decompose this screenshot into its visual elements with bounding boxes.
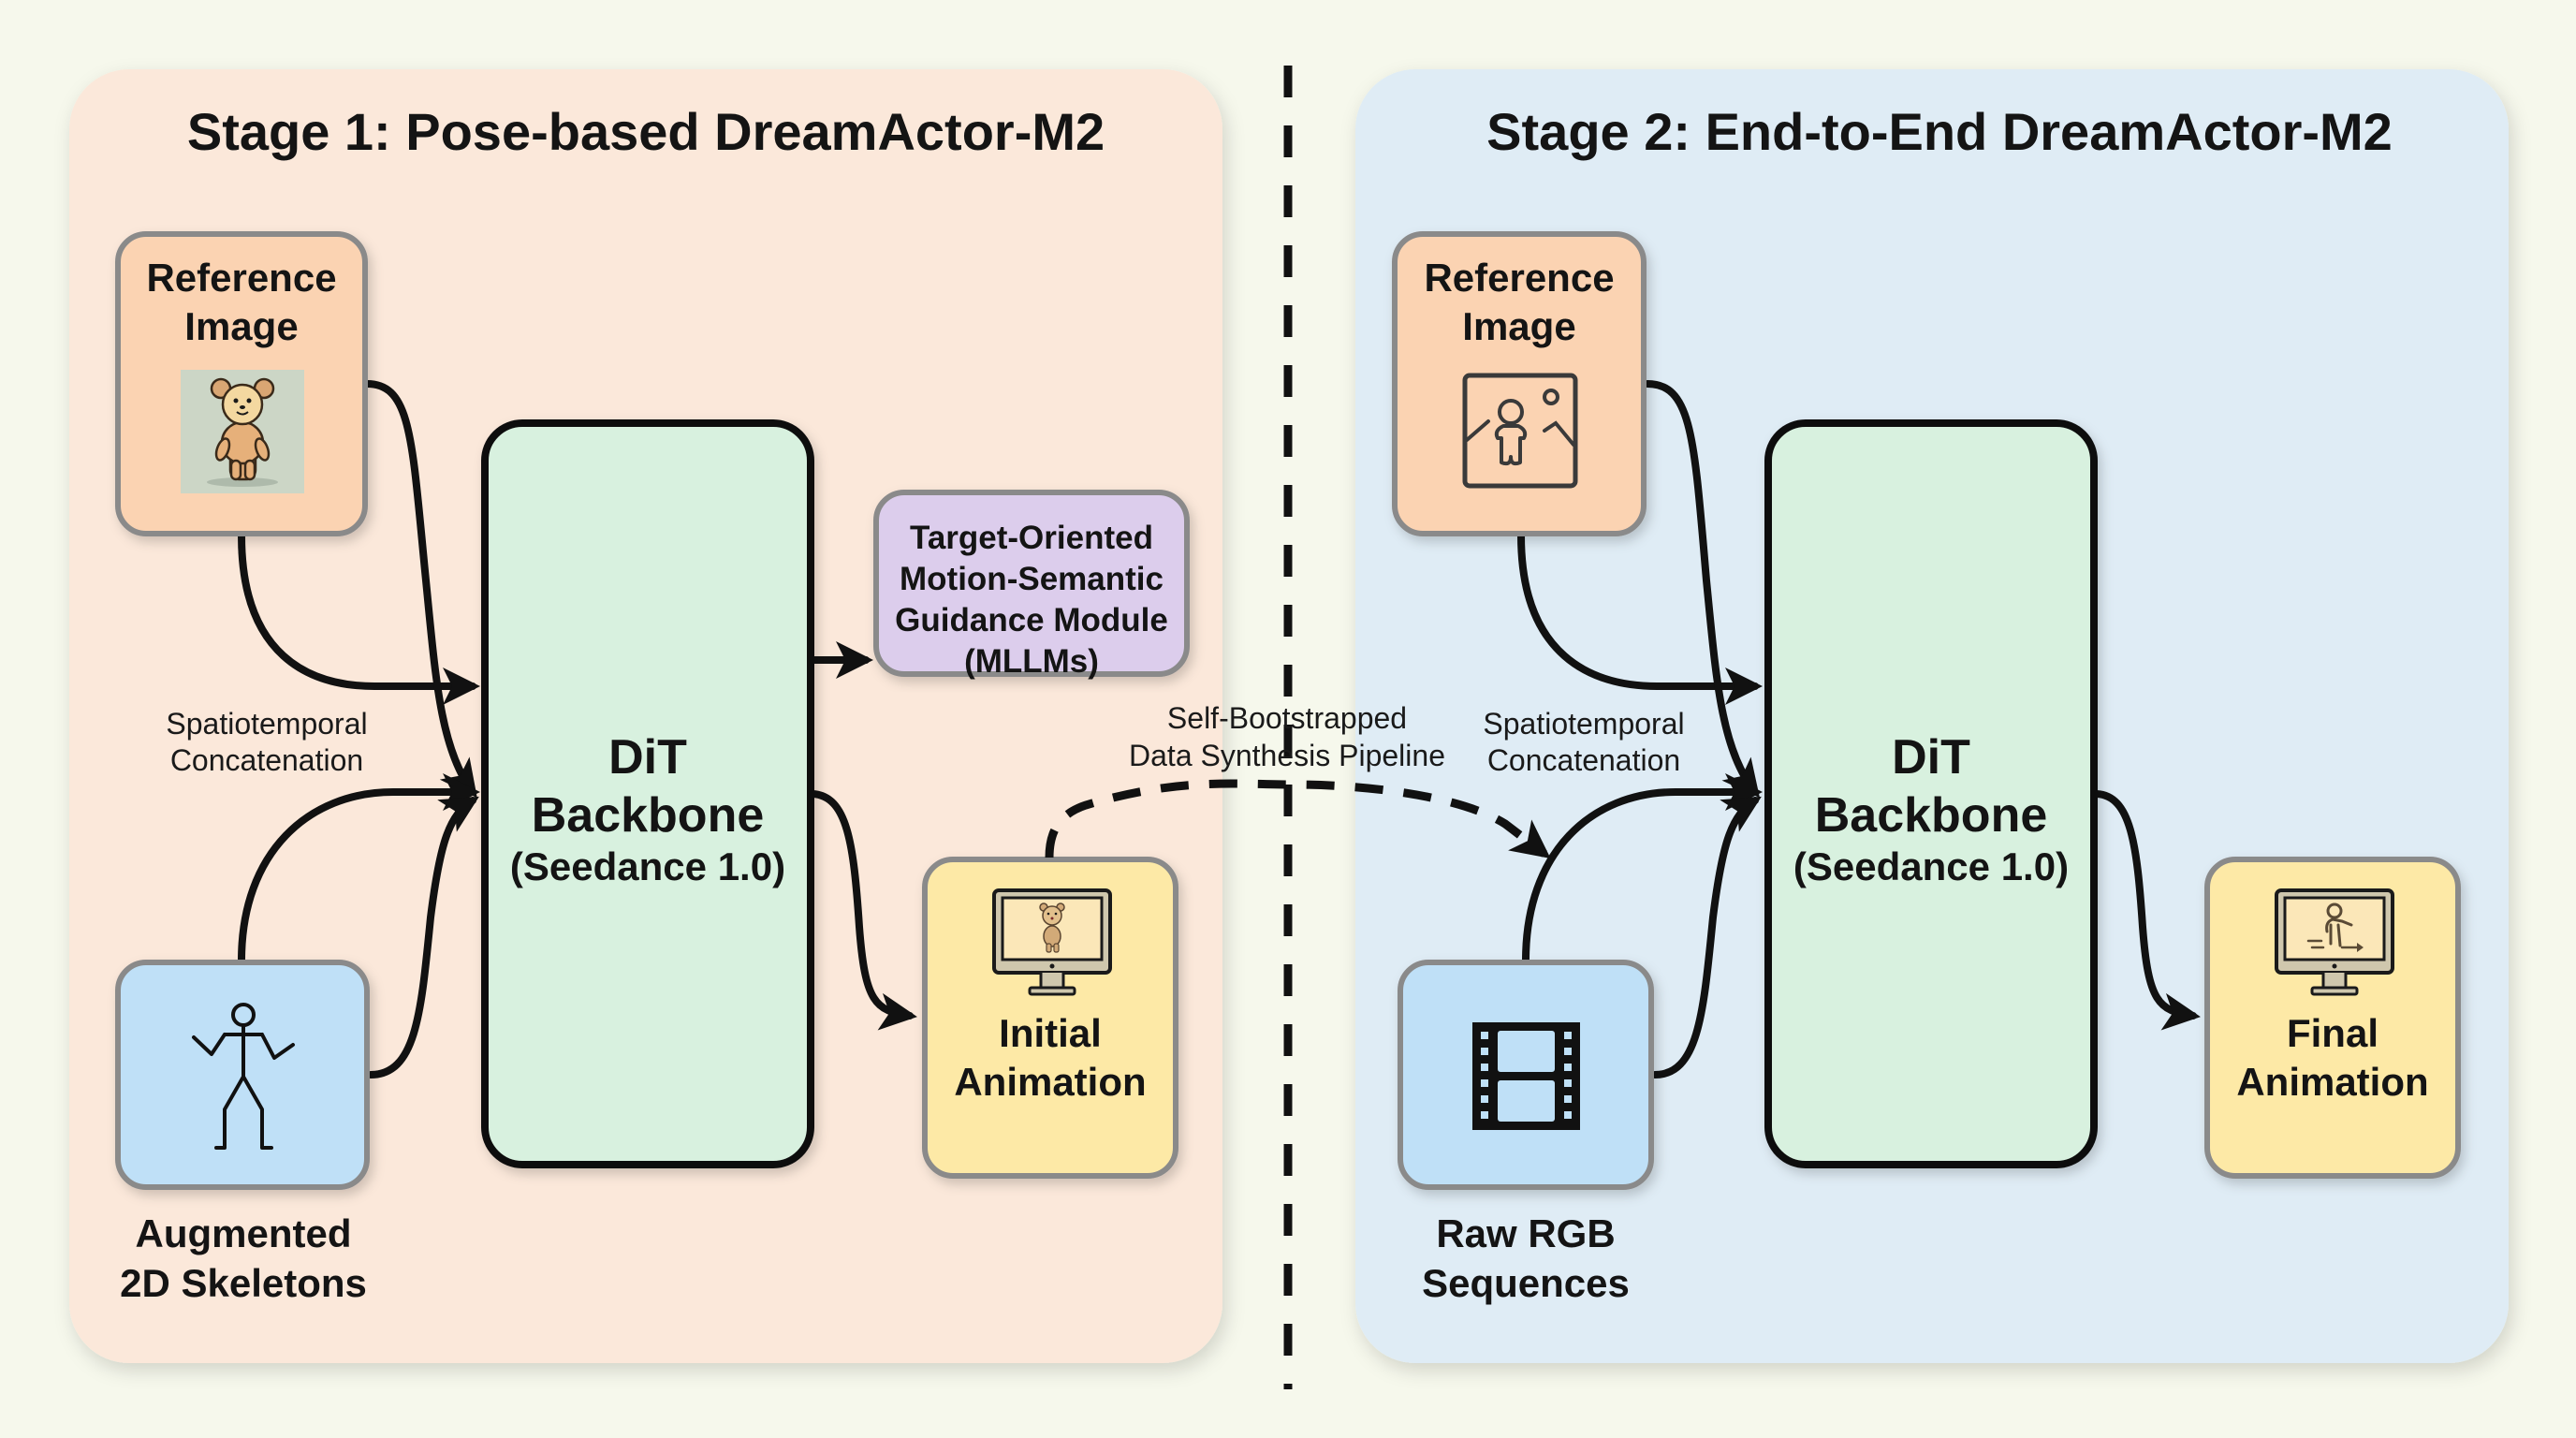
arrow-bootstrapped-pipeline bbox=[1045, 779, 1551, 859]
stage2-dit-label-3: (Seedance 1.0) bbox=[1793, 844, 2069, 888]
stage1-output-label-1: Initial bbox=[999, 1011, 1102, 1055]
stage2-output-label-2: Animation bbox=[2236, 1060, 2428, 1104]
stage1-skeleton-label-1: Augmented bbox=[136, 1211, 352, 1255]
stage1-reference-label-2: Image bbox=[184, 304, 298, 348]
stage1-guidance-node: Target-Oriented Motion-Semantic Guidance… bbox=[873, 490, 1190, 680]
stage1-reference-node: Reference Image bbox=[115, 231, 368, 536]
stage2-reference-label-2: Image bbox=[1462, 304, 1575, 348]
stage1-dit-label-1: DiT bbox=[608, 730, 687, 785]
stage2-output-box bbox=[2204, 857, 2461, 1179]
stage2-output-node: Final Animation bbox=[2204, 857, 2461, 1179]
arrow-reference-to-dit-upper bbox=[238, 532, 480, 705]
stage2-arrows bbox=[1517, 380, 2201, 1078]
stage1-guidance-label-3: Guidance Module bbox=[895, 602, 1168, 638]
arrow-s2-dit-to-final-animation bbox=[2093, 790, 2201, 1031]
stage2-dit-node: DiT Backbone (Seedance 1.0) bbox=[1764, 419, 2098, 1168]
monitor-bear-icon bbox=[992, 888, 1112, 996]
stage1-guidance-label-2: Motion-Semantic bbox=[900, 561, 1164, 597]
stage1-dit-node: DiT Backbone (Seedance 1.0) bbox=[481, 419, 814, 1168]
arrow-dit-to-initial-animation bbox=[809, 790, 917, 1031]
stage2-reference-node: Reference Image bbox=[1392, 231, 1647, 536]
stage1-title: Stage 1: Pose-based DreamActor-M2 bbox=[187, 102, 1105, 161]
stage1-dit-box bbox=[481, 419, 814, 1168]
bridge-label-2: Data Synthesis Pipeline bbox=[1129, 739, 1445, 772]
arrow-s2-reference-to-dit-upper bbox=[1517, 532, 1763, 705]
film-strip-icon bbox=[1472, 1022, 1580, 1130]
stage1-output-label-2: Animation bbox=[954, 1060, 1146, 1104]
stage2-dit-box bbox=[1764, 419, 2098, 1168]
bridge: Self-Bootstrapped Data Synthesis Pipelin… bbox=[1045, 701, 1551, 859]
stage2-rgb-label-2: Sequences bbox=[1422, 1261, 1630, 1305]
image-person-icon bbox=[1462, 373, 1578, 489]
arrow-skeleton-side-to-dit bbox=[367, 796, 479, 1078]
teddy-bear-icon bbox=[181, 370, 304, 493]
arrow-s2-rgb-side-to-dit bbox=[1651, 796, 1762, 1078]
arrow-s2-rgb-top-to-dit bbox=[1522, 773, 1763, 964]
arrow-reference-to-dit-merge bbox=[363, 380, 477, 799]
stage1-guidance-box bbox=[873, 490, 1190, 677]
stage1-output-box bbox=[922, 857, 1178, 1179]
stage1-skeleton-node: Augmented 2D Skeletons bbox=[115, 960, 370, 1305]
stage2-concat-label-1: Spatiotemporal bbox=[1483, 707, 1684, 741]
monitor-running-person-icon bbox=[2275, 888, 2394, 996]
arrow-skeleton-top-to-dit bbox=[238, 773, 480, 964]
stage2-rgb-label-1: Raw RGB bbox=[1436, 1211, 1615, 1255]
stage1-concat-label-2: Concatenation bbox=[170, 743, 363, 777]
stage2-dit-label-1: DiT bbox=[1892, 730, 1970, 785]
stage1-arrows bbox=[238, 380, 917, 1078]
stage1-guidance-label-4: (MLLMs) bbox=[964, 643, 1099, 680]
arrow-s2-reference-to-dit-merge bbox=[1644, 380, 1761, 799]
stage1-dit-label-3: (Seedance 1.0) bbox=[510, 844, 785, 888]
stage1-dit-label-2: Backbone bbox=[532, 788, 765, 843]
stage1-concat-label-1: Spatiotemporal bbox=[166, 707, 367, 741]
bridge-label-1: Self-Bootstrapped bbox=[1167, 701, 1407, 735]
stage1-guidance-label-1: Target-Oriented bbox=[910, 520, 1153, 556]
stage2-output-label-1: Final bbox=[2287, 1011, 2378, 1055]
stage2-title: Stage 2: End-to-End DreamActor-M2 bbox=[1486, 102, 2393, 161]
stage2-rgb-node: Raw RGB Sequences bbox=[1398, 960, 1654, 1305]
stage2-concat-label-2: Concatenation bbox=[1487, 743, 1680, 777]
stage2-reference-label-1: Reference bbox=[1424, 256, 1614, 300]
stage1-output-node: Initial Animation bbox=[922, 857, 1178, 1179]
stage1-reference-label-1: Reference bbox=[146, 256, 336, 300]
stage2-dit-label-2: Backbone bbox=[1815, 788, 2048, 843]
stage2-panel: Stage 2: End-to-End DreamActor-M2 Refere… bbox=[1355, 69, 2509, 1363]
stick-figure-icon bbox=[192, 1003, 295, 1150]
stage1-skeleton-label-2: 2D Skeletons bbox=[120, 1261, 367, 1305]
stage1-panel: Stage 1: Pose-based DreamActor-M2 Refere… bbox=[69, 69, 1222, 1363]
stage2-reference-box bbox=[1392, 231, 1647, 536]
